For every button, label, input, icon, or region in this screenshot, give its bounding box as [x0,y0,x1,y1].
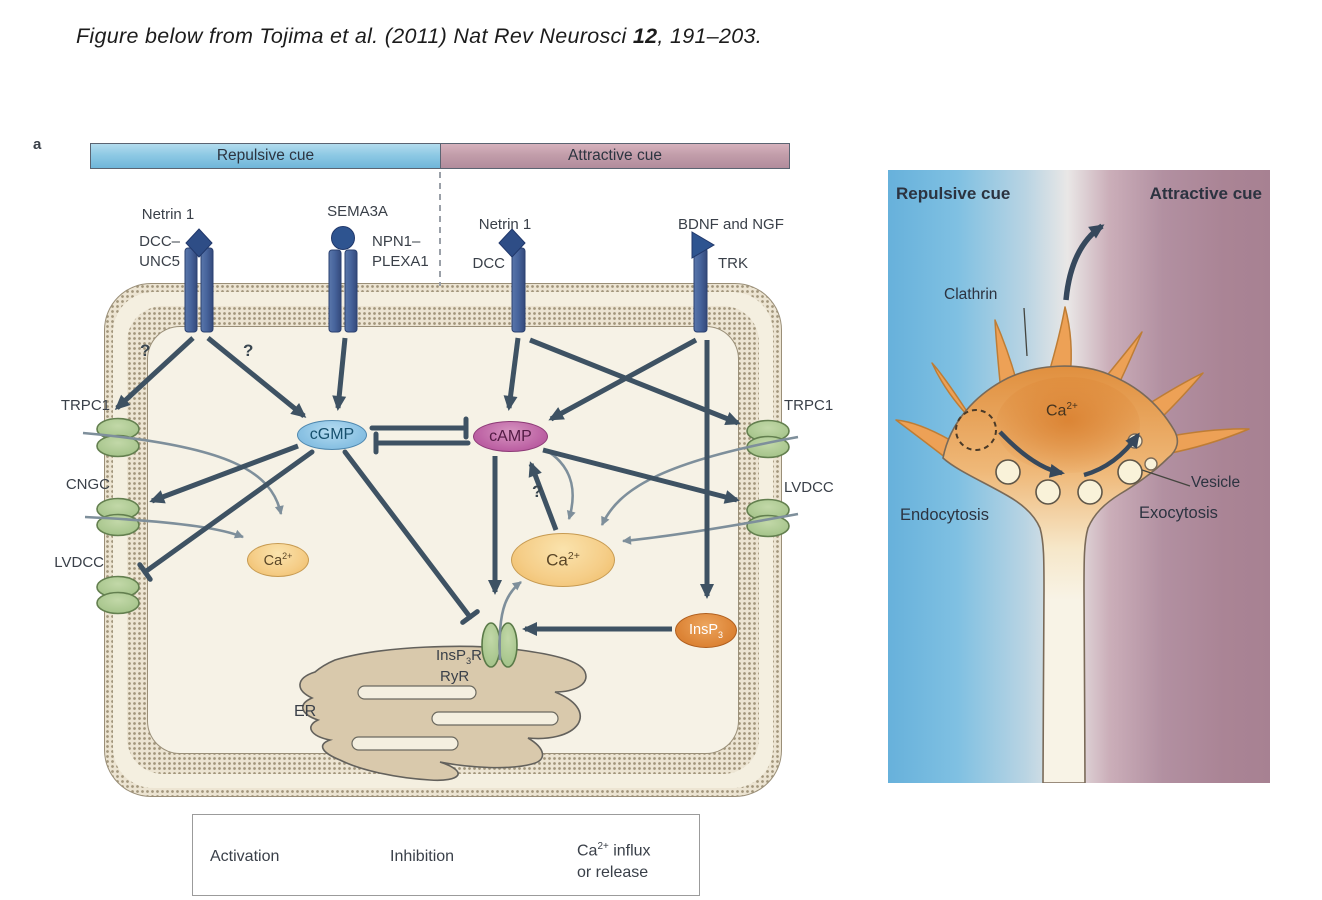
netrin1-ligand-left [185,228,213,258]
figure-caption: Figure below from Tojima et al. (2011) N… [76,24,762,49]
camp-node: cAMP [473,421,548,452]
insp3r-label: InsP3R [435,647,482,666]
cgmp-label: cGMP [309,426,355,443]
lvdcc-right-label: LVDCC [784,479,834,496]
vesicles [995,459,1143,505]
legend-activation-label: Activation [210,848,280,865]
endo-to-exo-arrow-1 [998,430,1065,478]
attractive-cue-label: Attractive cue [568,147,662,164]
calcium-domain-glow [996,377,1140,473]
calcium-node-central: Ca2+ [511,533,615,587]
cngc-label: CNGC [65,476,110,493]
caption-pre: Figure below from Tojima et al. (2011) N… [76,24,633,48]
panel-a-label: a [33,136,42,153]
panel-b-repulsive-label: Repulsive cue [896,184,1011,203]
plexa1-label: PLEXA1 [372,253,429,270]
npn1-label: NPN1– [372,233,421,250]
question-mark-ca-camp: ? [532,482,543,501]
panel-b-attractive-label: Attractive cue [1149,184,1262,203]
calcium-label-left: Ca2+ [263,551,293,569]
legend-inhibition-label: Inhibition [390,848,455,865]
growth-cone-drawing [895,223,1250,783]
repulsive-cue-bar: Repulsive cue [90,143,440,169]
clathrin-label: Clathrin [944,286,998,303]
cell-membrane-gap [113,292,773,788]
question-mark-dccunc5-trpc1: ? [140,341,151,360]
cell-cytoplasm [148,327,738,753]
dcc-unc5-label-line2: UNC5 [139,253,180,270]
repulsive-cue-label: Repulsive cue [216,147,315,164]
netrin1-right-label: Netrin 1 [478,216,532,233]
sema3a-ligand [331,226,355,250]
ryr-label: RyR [440,668,470,685]
insp3-label: InsP3 [688,621,723,640]
endocytosis-label: Endocytosis [900,506,989,524]
cgmp-node: cGMP [297,420,367,450]
caption-post: , 191–203. [657,24,763,48]
lvdcc-left-label: LVDCC [54,554,104,571]
growth-cone-panel: Repulsive cue Attractive cue Clathrin Ca… [888,170,1270,783]
trk-label: TRK [718,255,748,272]
legend-ca-influx-label: Ca2+ influx [577,841,651,860]
endo-to-exo-arrow-2 [1083,432,1140,478]
legend-ca-release-label: or release [577,864,649,881]
caption-volume: 12 [632,24,658,48]
clathrin-leader-line [1023,307,1028,357]
camp-label: cAMP [489,427,532,445]
calcium-label-central: Ca2+ [546,549,580,570]
exocytosis-label: Exocytosis [1139,504,1218,522]
bdnf-ngf-ligand [691,231,715,259]
attractive-cue-bar: Attractive cue [440,143,790,169]
attractive-turning-arrow [1063,223,1105,301]
sema3a-label: SEMA3A [327,203,388,220]
exocytic-pit [1144,457,1158,471]
calcium-label-cone: Ca2+ [1046,401,1078,420]
legend-box [192,814,700,896]
clathrin-pit-dashed-circle [955,409,997,451]
cell-membrane-outer [105,284,781,796]
vesicle-leader-line [1141,469,1191,487]
insp3-node: InsP3 [675,613,737,648]
netrin1-left-label: Netrin 1 [141,206,195,223]
trpc1-right-label: TRPC1 [784,397,834,414]
vesicle-label: Vesicle [1191,474,1241,491]
bdnf-ngf-label: BDNF and NGF [678,216,784,233]
calcium-node-left: Ca2+ [247,543,309,577]
dcc-unc5-label-line1: DCC– [139,233,180,250]
cell-membrane-inner [127,306,759,774]
er-label: ER [294,703,317,720]
dcc-label: DCC [472,255,506,272]
trpc1-left-label: TRPC1 [60,397,110,414]
question-mark-dccunc5-cgmp: ? [243,341,254,360]
